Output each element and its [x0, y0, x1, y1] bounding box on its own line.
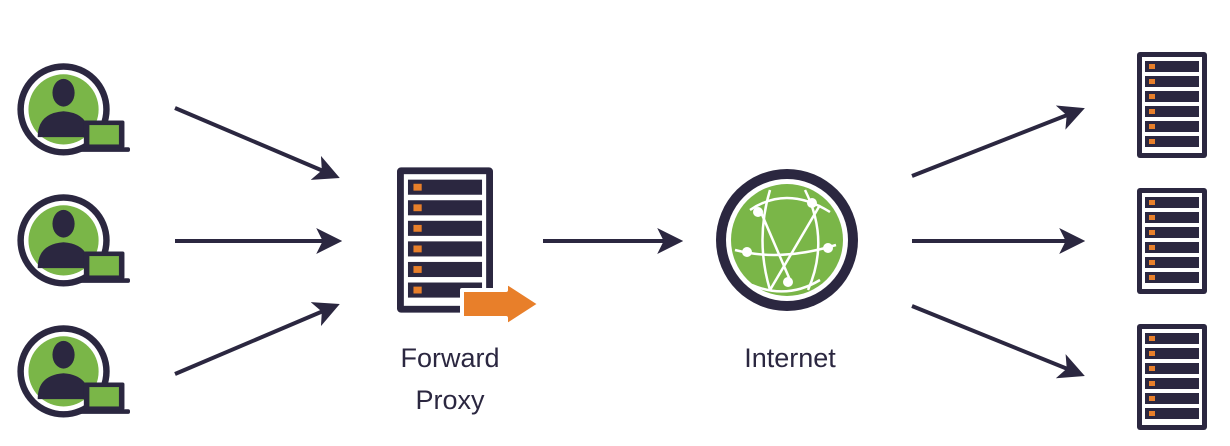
user-laptop-icon [17, 194, 130, 287]
arrow-internet-to-server-1 [911, 105, 1085, 178]
arrow-client-1-to-proxy [174, 106, 340, 180]
arrow-client-3-to-proxy [174, 302, 340, 376]
server-icon [1137, 52, 1207, 158]
internet-label: Internet [744, 343, 836, 373]
orange-arrow-icon [460, 280, 542, 328]
server-icon [1137, 188, 1207, 294]
globe-network-icon [716, 169, 858, 311]
arrow-internet-to-server-3 [911, 304, 1085, 379]
server-icon [1137, 324, 1207, 430]
user-laptop-icon [17, 63, 130, 156]
user-laptop-icon [17, 325, 130, 418]
proxy-label: Forward [400, 343, 500, 373]
proxy-label: Proxy [415, 385, 485, 415]
